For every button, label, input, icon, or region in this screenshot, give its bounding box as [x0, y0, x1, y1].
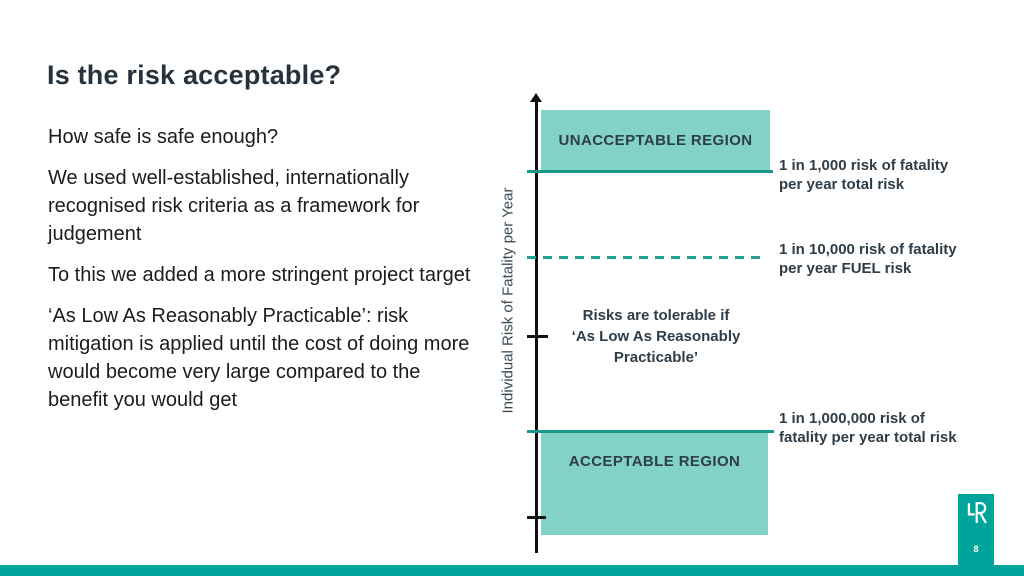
acceptable-region: ACCEPTABLE REGION — [541, 433, 768, 535]
annotation-total-risk-1000: 1 in 1,000 risk of fatality per year tot… — [779, 156, 1009, 194]
axis-tick — [527, 335, 548, 338]
body-paragraph: To this we added a more stringent projec… — [48, 264, 471, 286]
y-axis-label: Individual Risk of Fatality per Year — [499, 187, 517, 414]
body-paragraph: ‘As Low As Reasonably Practicable’: risk… — [48, 305, 470, 411]
annotation-total-risk-1000000: 1 in 1,000,000 risk of fatality per year… — [779, 409, 1009, 447]
annotation-line: 1 in 10,000 risk of fatality — [779, 241, 957, 258]
body-text-block: How safe is safe enough? We used well-es… — [48, 123, 476, 427]
axis-arrow-icon — [530, 93, 542, 102]
lr-logo-icon — [967, 501, 987, 524]
alarp-note-line: Practicable’ — [613, 349, 699, 366]
alarp-note-line: ‘As Low As Reasonably — [571, 328, 741, 345]
lr-logo: 8 — [958, 494, 994, 576]
axis-tick — [527, 516, 546, 519]
footer-bar — [0, 565, 1024, 576]
annotation-line: 1 in 1,000 risk of fatality — [779, 157, 949, 174]
y-axis-line — [535, 100, 538, 553]
annotation-line: per year FUEL risk — [779, 260, 912, 277]
acceptable-region-label: ACCEPTABLE REGION — [568, 453, 741, 470]
total-risk-upper-line — [527, 170, 773, 173]
fuel-risk-dashed-line — [527, 256, 764, 259]
body-paragraph: We used well-established, internationall… — [48, 167, 420, 245]
page-title: Is the risk acceptable? — [47, 60, 342, 91]
unacceptable-region-label: UNACCEPTABLE REGION — [558, 132, 753, 149]
unacceptable-region: UNACCEPTABLE REGION — [541, 110, 770, 171]
annotation-fuel-risk-10000: 1 in 10,000 risk of fatality per year FU… — [779, 240, 1009, 278]
body-paragraph: How safe is safe enough? — [48, 126, 279, 148]
annotation-line: fatality per year total risk — [779, 429, 957, 446]
annotation-line: 1 in 1,000,000 risk of — [779, 410, 925, 427]
total-risk-lower-line — [527, 430, 774, 433]
alarp-note: Risks are tolerable if ‘As Low As Reason… — [550, 305, 762, 368]
page-number: 8 — [973, 544, 979, 554]
alarp-note-line: Risks are tolerable if — [582, 307, 730, 324]
annotation-line: per year total risk — [779, 176, 905, 193]
